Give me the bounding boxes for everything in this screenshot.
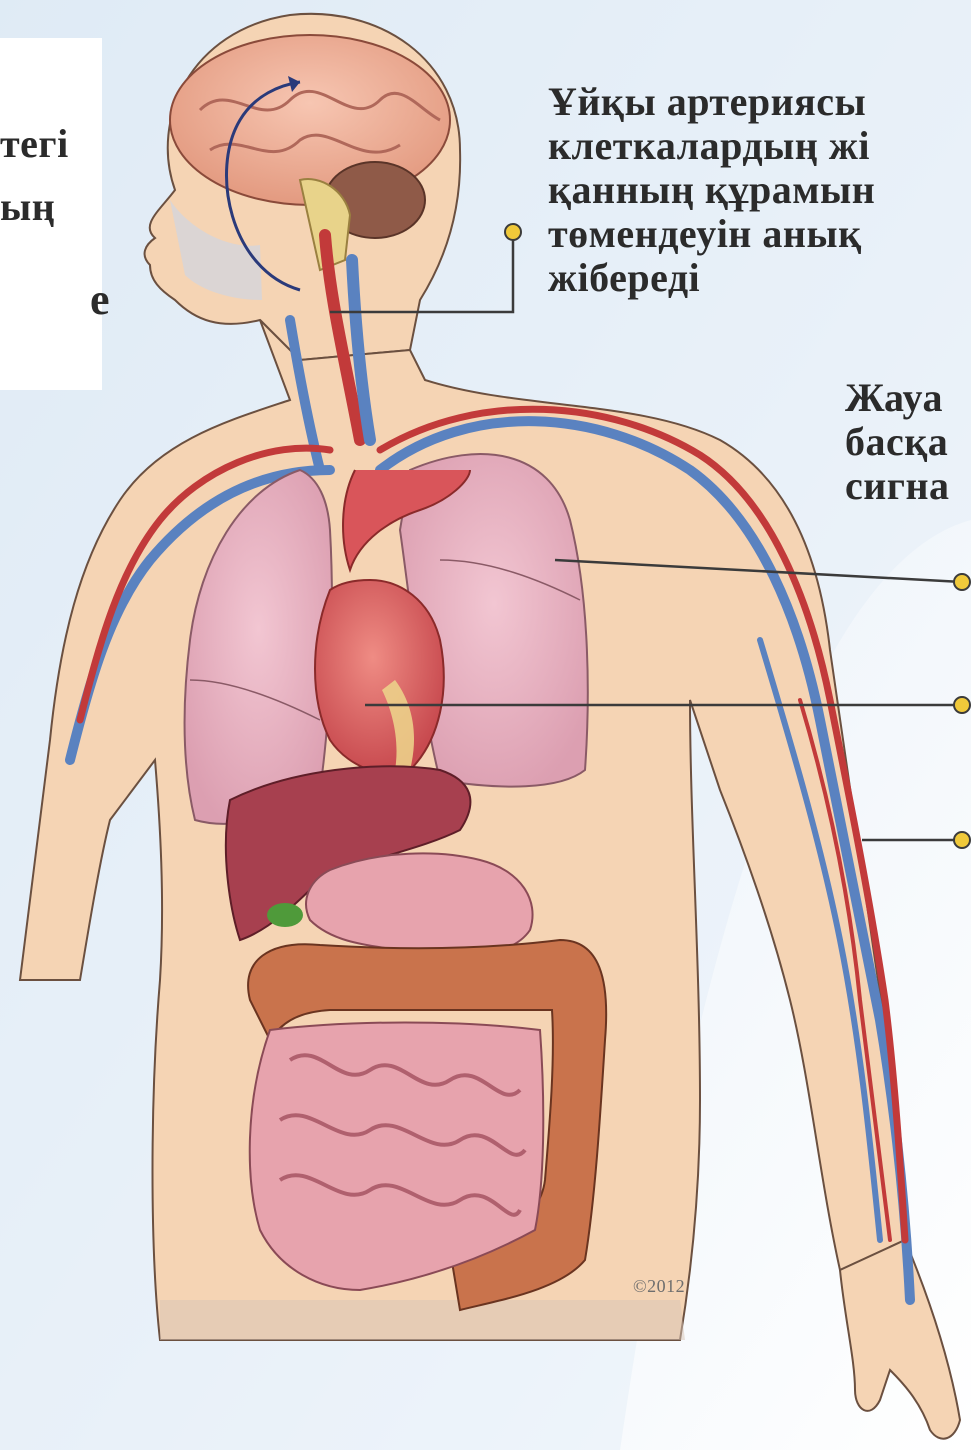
callout-dot-carotid: [505, 224, 521, 240]
waist-shade: [160, 1300, 685, 1340]
copyright-label: ©2012: [633, 1264, 685, 1308]
vessel-label: Жауа басқа сигна: [845, 376, 950, 508]
left-label-line-1: тегі: [0, 122, 69, 166]
left-label-line-3: е: [90, 278, 110, 322]
left-label-line-2: ың: [0, 185, 55, 229]
callout-dot-arm: [954, 832, 970, 848]
callout-dot-heart: [954, 697, 970, 713]
gallbladder: [267, 903, 303, 927]
callout-dot-lungs: [954, 574, 970, 590]
carotid-label: Ұйқы артериясы клеткалардың жі қанның құ…: [548, 80, 875, 300]
heart-body: [315, 580, 444, 774]
